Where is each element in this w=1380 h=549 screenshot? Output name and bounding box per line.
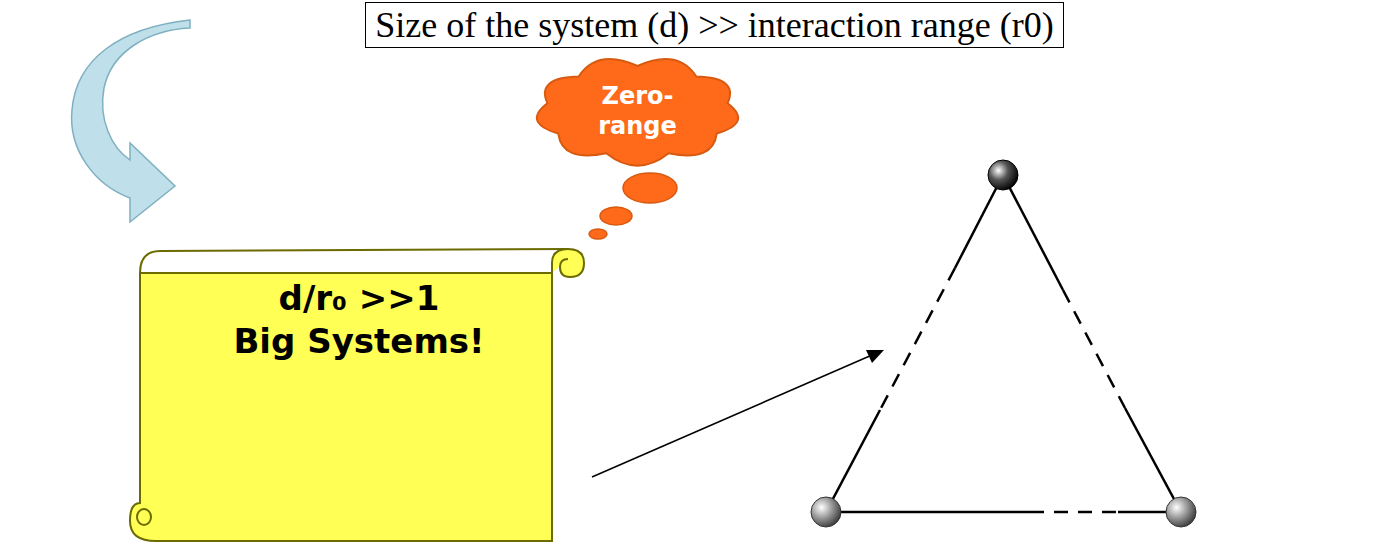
triangle [826, 175, 1181, 512]
scroll-edge [139, 273, 141, 503]
particle [1166, 497, 1196, 527]
cloud-outline [530, 52, 745, 170]
scroll-shape: d/r₀ >>1Big Systems! [126, 245, 592, 547]
scroll-text: Big Systems! [233, 320, 484, 363]
scroll-curl [552, 249, 584, 277]
statement-text: Size of the system (d) >> interaction ra… [375, 3, 1053, 48]
scroll-text: d/r₀ >>1 [279, 277, 440, 320]
thought-bubble [600, 207, 632, 225]
statement-box: Size of the system (d) >> interaction ra… [365, 2, 1064, 48]
arrow-head [866, 350, 884, 363]
cloud-shape: Zero- range [530, 52, 745, 170]
scroll-curl [137, 509, 151, 525]
scroll-edge [140, 249, 568, 273]
scroll-body [130, 273, 552, 541]
particle [811, 497, 841, 527]
cloud-text: Zero- range [583, 81, 693, 141]
leader-line [592, 355, 872, 477]
thought-bubble [623, 173, 677, 203]
particle [988, 160, 1018, 190]
cloud-outline [537, 59, 738, 166]
curved-arrow [72, 20, 190, 222]
thought-bubble [589, 229, 607, 239]
